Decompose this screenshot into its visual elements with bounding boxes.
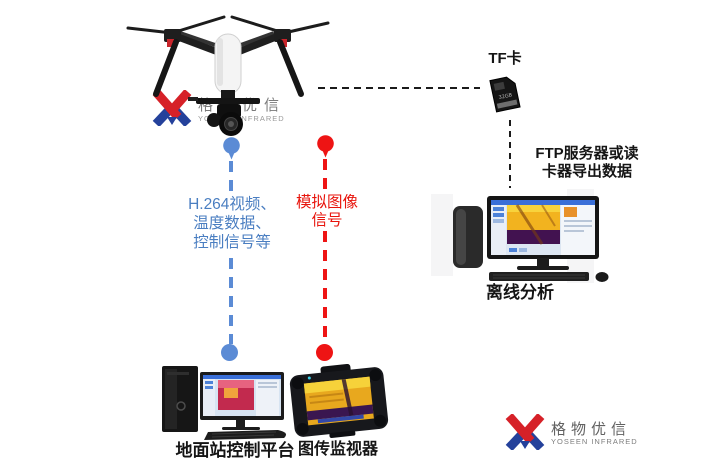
svg-text:32GB: 32GB [498,92,513,101]
offline-computer-image [447,196,615,289]
red-link-end-dot [316,344,333,361]
blue-link-start-pin [222,137,241,165]
red-link-start-pin [316,135,335,163]
tf-card-icon: 32GB [482,72,526,121]
video-monitor-image [286,363,392,445]
drone-image [120,6,335,143]
blue-link-caption-line1: H.264视频、 [188,196,276,213]
offline-analysis-label: 离线分析 [486,283,554,302]
yoseen-watermark-logo [152,89,192,131]
tf-card-label: TF卡 [488,50,522,67]
red-link-caption-line2: 信号 [311,212,343,229]
watermark-block [431,194,453,276]
blue-link-end-dot [221,344,238,361]
blue-link-caption-line3: 控制信号等 [193,234,271,251]
logo-en-text: YOSEEN INFRARED [551,437,638,446]
ftp-note: FTP服务器或读 卡器导出数据 [523,145,651,181]
ftp-note-line2: 卡器导出数据 [541,163,632,180]
red-link-caption: 模拟图像 信号 [285,194,369,230]
red-dashed-line-upper [323,159,327,192]
blue-dashed-line-upper [229,161,233,193]
drone-to-tfcard-dashed-line [318,87,480,89]
yoseen-x-icon [505,413,545,452]
blue-dashed-line-lower [229,258,233,344]
ftp-note-line1: FTP服务器或读 [535,145,639,162]
red-link-caption-line1: 模拟图像 [295,194,358,211]
video-monitor-label: 图传监视器 [297,441,378,458]
yoseen-x-icon [152,89,192,128]
tfcard-to-offline-dashed-line [509,120,511,188]
yoseen-logo [505,413,545,455]
logo-cn-text: 格物优信 [551,421,632,438]
blue-link-caption: H.264视频、 温度数据、 控制信号等 [172,195,292,252]
ground-station-computer-image [158,364,290,447]
ground-station-label: 地面站控制平台 [175,441,295,460]
blue-link-caption-line2: 温度数据、 [193,215,271,232]
red-dashed-line-lower [323,231,327,344]
